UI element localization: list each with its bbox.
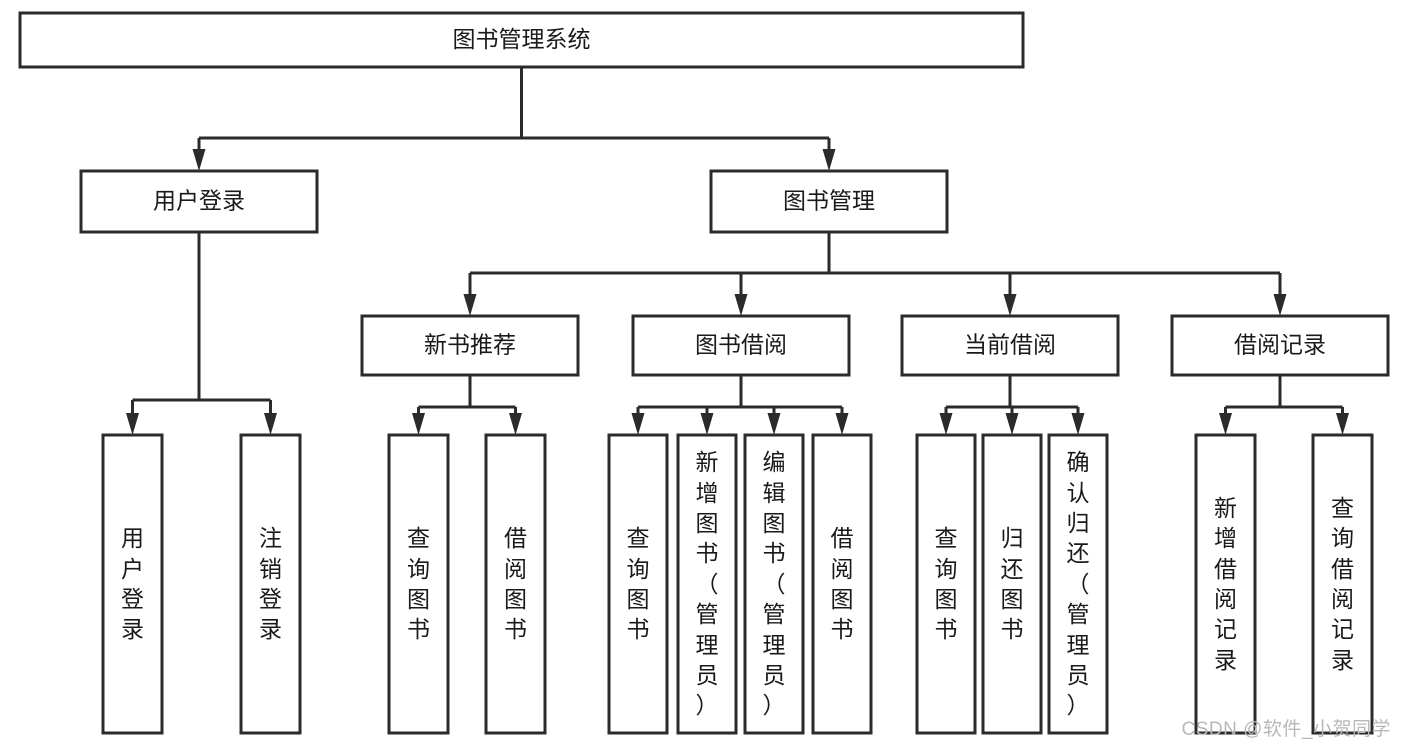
node-box-current-borrow[interactable] <box>900 314 1120 377</box>
arrow-head-0 <box>631 413 645 435</box>
connector-group-newbook-to-leaves <box>412 375 522 435</box>
node-box-book-borrow[interactable] <box>631 314 851 377</box>
connector-group-root-to-level1 <box>192 67 836 171</box>
connector-group-currentborrow-to-leaves <box>939 375 1085 435</box>
arrow-head-2 <box>767 413 781 435</box>
arrow-head-2 <box>1071 413 1085 435</box>
node-box-user-login[interactable] <box>79 169 319 234</box>
arrow-head-0 <box>192 149 206 171</box>
node-label-root: 图书管理系统 <box>453 26 591 52</box>
connector-layer <box>126 67 1349 435</box>
node-label-new-book-rec: 新书推荐 <box>424 332 516 358</box>
node-box-book-manage[interactable] <box>709 169 949 234</box>
node-label-user-login: 用户登录 <box>153 188 245 214</box>
node-box-leaf-add-book[interactable] <box>676 433 738 735</box>
node-box-leaf-query-record[interactable] <box>1311 433 1374 735</box>
node-box-root[interactable] <box>18 11 1025 69</box>
arrow-head-0 <box>126 413 139 435</box>
arrow-head-0 <box>463 294 477 316</box>
node-box-leaf-query-book-3[interactable] <box>915 433 977 735</box>
arrow-head-1 <box>1336 413 1349 435</box>
csdn-watermark: CSDN @软件_小贺同学 <box>1181 719 1391 740</box>
node-box-leaf-edit-book[interactable] <box>743 433 805 735</box>
node-label-borrow-record: 借阅记录 <box>1234 332 1326 358</box>
node-box-leaf-query-book-1[interactable] <box>387 433 450 735</box>
connector-group-userlogin-to-leaves <box>126 232 277 435</box>
node-box-new-book-rec[interactable] <box>360 314 580 377</box>
node-label-current-borrow: 当前借阅 <box>964 332 1056 358</box>
arrow-head-3 <box>1273 294 1287 316</box>
arrow-head-1 <box>734 294 748 316</box>
arrow-head-2 <box>1003 294 1017 316</box>
node-label-book-borrow: 图书借阅 <box>695 332 787 358</box>
node-box-layer <box>18 11 1390 735</box>
node-box-leaf-query-book-2[interactable] <box>607 433 669 735</box>
arrow-head-1 <box>822 149 836 171</box>
node-box-borrow-record[interactable] <box>1170 314 1390 377</box>
arrow-head-1 <box>509 413 522 435</box>
node-label-book-manage: 图书管理 <box>783 188 875 214</box>
node-box-leaf-logout[interactable] <box>239 433 302 735</box>
node-box-leaf-user-login[interactable] <box>101 433 164 735</box>
connector-group-borrowrecord-to-leaves <box>1219 375 1349 435</box>
arrow-head-3 <box>835 413 849 435</box>
arrow-head-1 <box>1005 413 1019 435</box>
arrow-head-0 <box>939 413 953 435</box>
arrow-head-0 <box>412 413 425 435</box>
node-box-leaf-add-record[interactable] <box>1194 433 1257 735</box>
arrow-head-0 <box>1219 413 1232 435</box>
node-box-leaf-borrow-book-2[interactable] <box>811 433 873 735</box>
node-box-leaf-confirm-return[interactable] <box>1047 433 1109 735</box>
node-box-leaf-borrow-book-1[interactable] <box>484 433 547 735</box>
arrow-head-1 <box>264 413 277 435</box>
arrow-head-1 <box>700 413 714 435</box>
connector-group-bookborrow-to-leaves <box>631 375 849 435</box>
node-box-leaf-return-book[interactable] <box>981 433 1043 735</box>
connector-group-bookmanage-to-level2 <box>463 232 1287 316</box>
